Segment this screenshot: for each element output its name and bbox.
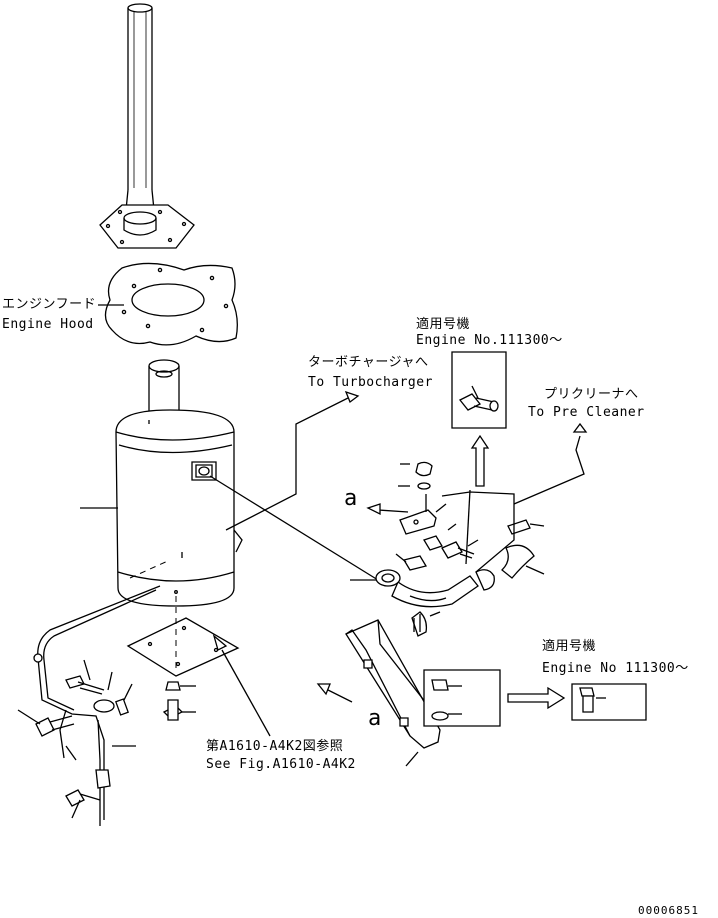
drain-bolts — [36, 676, 128, 806]
precleaner-arrow — [574, 424, 586, 432]
precleaner-leader — [514, 436, 584, 504]
elbow-bracket-line — [442, 492, 514, 572]
turbo-label-jp: ターボチャージャへ — [308, 355, 429, 370]
applicable-1-label-jp: 適用号機 — [416, 317, 471, 332]
applicable-box-1 — [452, 352, 506, 428]
exhaust-stack — [124, 4, 156, 218]
applicable-1-label-en: Engine No.111300～ — [416, 333, 563, 348]
ref-a2-arrow-line — [324, 688, 352, 702]
ref-a-label-2: a — [368, 706, 382, 731]
mounting-plate — [128, 596, 238, 676]
turbo-leader — [226, 396, 352, 530]
bracket-leaders — [350, 464, 544, 616]
engine-hood-label-jp: エンジンフード — [2, 297, 97, 312]
ref-a1-arrow — [368, 504, 380, 514]
see-fig-label-jp: 第A1610-A4K2図参照 — [206, 739, 344, 754]
ref-a2-arrow — [318, 684, 330, 694]
turbo-label-en: To Turbocharger — [308, 375, 433, 390]
applicable-box-2 — [424, 670, 500, 726]
plate-leader — [222, 650, 270, 736]
intake-line — [210, 476, 378, 580]
support-bracket — [346, 620, 444, 748]
applicable-2-label-en: Engine No 111300～ — [542, 661, 689, 676]
turbo-arrow — [346, 392, 358, 402]
bracket-fasteners — [400, 462, 474, 636]
intake-elbow — [376, 520, 544, 607]
stack-flange — [100, 205, 194, 248]
muffler — [116, 360, 242, 606]
ref-a-label-1: a — [344, 486, 358, 511]
plate-arrow — [214, 636, 226, 650]
applicable-box-2-result — [572, 684, 646, 720]
see-fig-label-en: See Fig.A1610-A4K2 — [206, 757, 356, 772]
pre-cleaner-label-en: To Pre Cleaner — [528, 405, 645, 420]
ref-a1-arrow-line — [378, 510, 408, 512]
engine-hood-gasket — [105, 263, 237, 344]
right-arrow-2 — [508, 688, 564, 708]
drain-leaders — [18, 660, 136, 818]
engine-hood-label-en: Engine Hood — [2, 317, 94, 332]
support-leader — [406, 752, 418, 766]
up-arrow-1 — [472, 436, 488, 486]
plate-bolts — [164, 682, 196, 720]
drawing-number: 00006851 — [638, 904, 699, 917]
pre-cleaner-label-jp: プリクリーナへ — [544, 387, 639, 402]
applicable-2-label-jp: 適用号機 — [542, 639, 597, 654]
drain-pipe — [34, 586, 160, 826]
